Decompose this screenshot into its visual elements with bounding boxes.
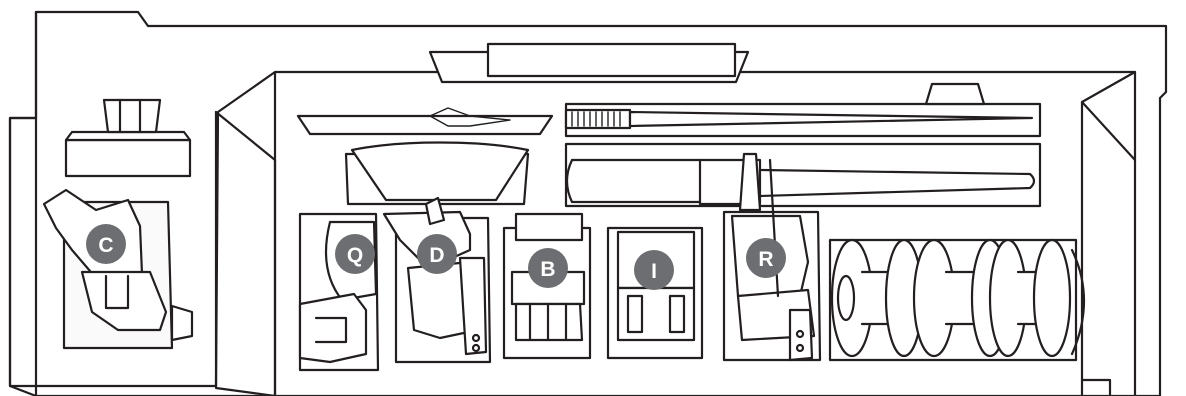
badge-r-label: R	[758, 248, 773, 271]
badge-b-label: B	[540, 258, 555, 281]
foot-slot-d	[384, 198, 490, 362]
foot-slot-q	[300, 214, 378, 370]
badge-c-label: C	[98, 234, 113, 257]
badge-d-label: D	[429, 244, 444, 267]
bowl-compartment	[346, 143, 528, 205]
badge-q: Q	[335, 234, 375, 274]
foot-slot-i	[608, 228, 702, 358]
badge-b: B	[528, 248, 568, 288]
screwdriver-slot	[566, 144, 1040, 210]
badge-d: D	[417, 234, 457, 274]
badge-c: C	[86, 224, 126, 264]
badge-i: I	[634, 250, 674, 290]
badge-q-label: Q	[347, 244, 363, 267]
badge-i-label: I	[651, 260, 657, 283]
badge-r: R	[746, 238, 786, 278]
